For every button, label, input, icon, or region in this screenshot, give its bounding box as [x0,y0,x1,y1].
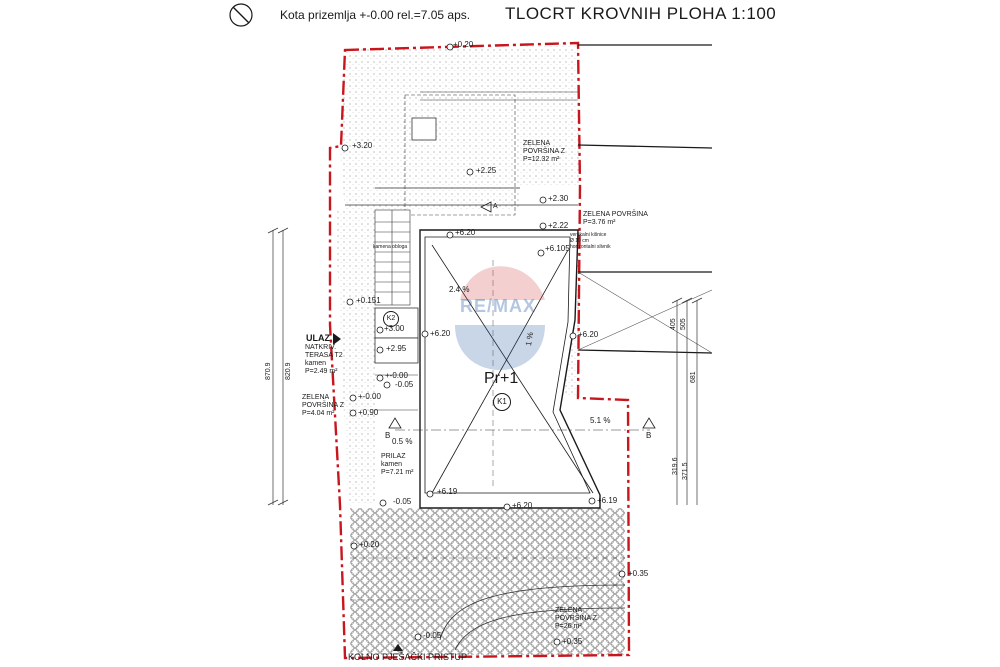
elevation-label: +0.35 [562,637,583,646]
elevation-label: +2.22 [548,221,569,230]
entrance-label: ULAZ [306,333,330,343]
dimension-label: 371.5 [682,462,689,480]
watermark-text: RE/MAX [460,296,537,316]
elevation-label: +3.00 [384,324,405,333]
elevation-label: +2.95 [386,344,407,353]
paving-area [350,508,625,655]
elevation-label: +6.105 [545,244,570,253]
elevation-label: +6.20 [512,501,533,510]
elevation-label: +0.35 [628,569,649,578]
elevation-label: +6.20 [430,329,451,338]
dimension-label: 405 [670,318,677,330]
elevation-label: +6.20 [578,330,599,339]
roof-marker-k1: K1 [493,393,511,411]
green-area-top [340,44,579,210]
slope-label: 0.5 % [392,437,413,446]
elevation-label: +6.19 [597,496,618,505]
dimension-label: 681 [690,371,697,383]
slope-label: 5.1 % [590,416,611,425]
section-marker-b-right: B [646,431,652,440]
bottom-access-label: KOLNO PJEŠAČKI PRISTUP [348,652,468,662]
slope-label: 2.4 % [449,285,470,294]
dimension-label: 319.6 [672,457,679,475]
roof-marker-k2: K2 [383,311,399,327]
dimension-label: 870.9 [265,362,272,380]
elevation-label: +2.30 [548,194,569,203]
elevation-label: +0.20 [453,40,474,49]
elevation-label: +0.20 [359,540,380,549]
dimension-label: 505 [680,318,687,330]
property-boundary [328,41,631,660]
elevation-label: +0.151 [356,296,381,305]
elevation-label: +3.20 [352,141,373,150]
section-marker-a: A [493,203,498,210]
main-roof-outline [419,229,601,509]
drawing-title: TLOCRT KROVNIH PLOHA 1:100 [505,4,777,23]
elevation-label: -0.05 [393,497,412,506]
elevation-label: +-0.00 [385,371,408,380]
elevation-label: +-0.00 [358,392,381,401]
elevation-label: -0.05 [423,631,442,640]
stairs-note: kamena obloga [373,244,408,250]
elevation-label: +2.25 [476,166,497,175]
green-area-left [335,210,375,505]
level-label: Pr+1 [484,370,519,387]
remax-watermark [455,266,545,370]
section-marker-b-left: B [385,431,391,440]
elevation-label: -0.05 [395,380,414,389]
elevation-label: +0.90 [358,408,379,417]
elevation-label: +6.20 [455,228,476,237]
north-arrow-icon [228,2,254,28]
elevation-label: +6.19 [437,487,458,496]
elevation-note: Kota prizemlja +-0.00 rel.=7.05 aps. [280,8,471,22]
dimension-label: 820.9 [285,362,292,380]
access-arrow-icon [393,644,403,651]
entrance-arrow-icon [333,333,341,345]
